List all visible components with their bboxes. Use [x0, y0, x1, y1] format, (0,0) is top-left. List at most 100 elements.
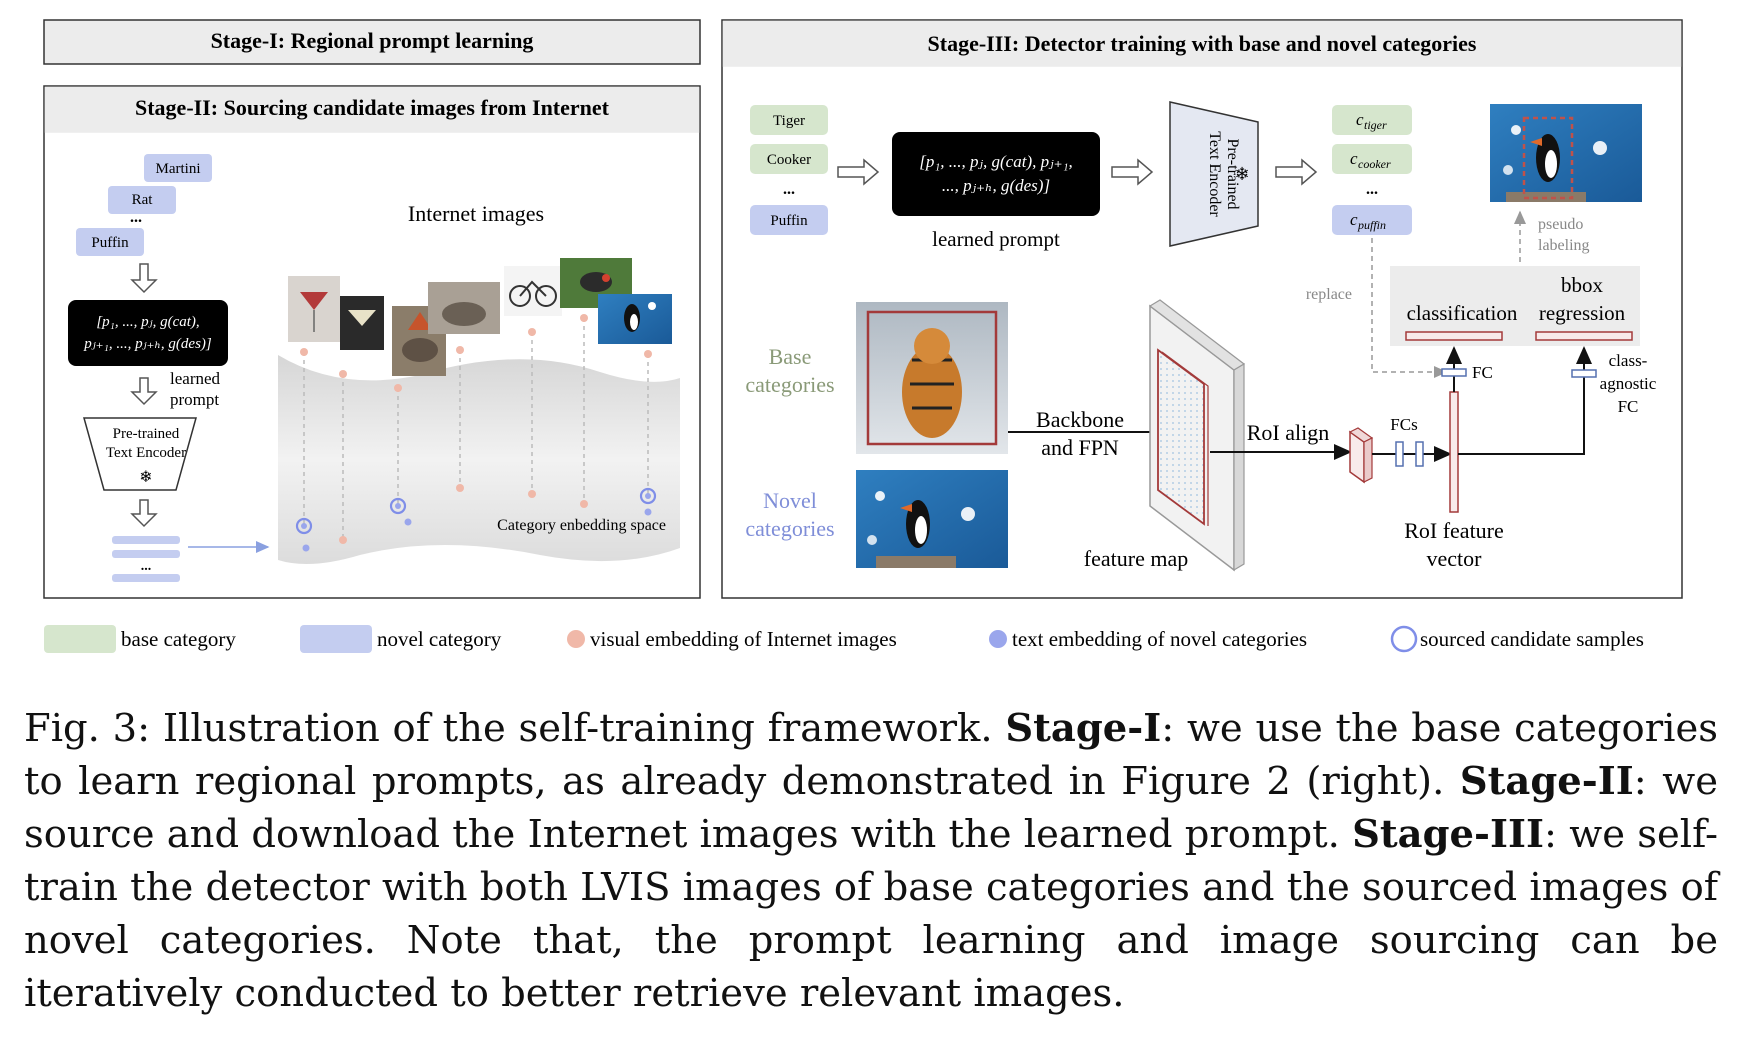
stage2-header	[44, 86, 700, 133]
embedding-space-label: Category enbedding space	[497, 517, 666, 534]
thumb-puffin	[598, 294, 672, 344]
feature-map	[1148, 299, 1246, 572]
thumb-martini-2	[340, 296, 384, 350]
stage3-title: Stage-III: Detector training with base a…	[928, 31, 1477, 56]
base-tiger-image	[856, 302, 1008, 454]
legend-text-label: text embedding of novel categories	[1012, 627, 1307, 651]
stage2-learned-label: learned	[170, 369, 221, 388]
embed-tiger-c: c	[1356, 110, 1364, 129]
legend-novel-label: novel category	[377, 627, 502, 651]
chip-puffin	[76, 228, 144, 256]
embed-cooker-sub: cooker	[1358, 157, 1391, 171]
fc-block-2	[1415, 441, 1424, 467]
pseudo-label-1: pseudo	[1538, 216, 1583, 233]
internet-images-label: Internet images	[408, 201, 544, 226]
stage2-prompt-label: prompt	[170, 390, 219, 409]
legend-ring-label: sourced candidate samples	[1420, 627, 1644, 651]
embed-tiger-sub: tiger	[1364, 118, 1387, 132]
stage2-prompt-box	[68, 300, 228, 366]
embed-ellipsis-3: ...	[1366, 181, 1378, 198]
stage3-prompt-line2: ..., pⱼ₊ₕ, g(des)]	[942, 176, 1050, 195]
caption-text1: : we use the base categories to learn re…	[24, 706, 1718, 804]
stage2-encoder	[83, 417, 197, 491]
fc-label: FC	[1472, 363, 1493, 382]
bbox-label-2: regression	[1539, 301, 1626, 325]
reg-output-bar	[1535, 331, 1633, 341]
bbox-label-1: bbox	[1561, 273, 1604, 297]
figure-caption: Fig. 3: Illustration of the self-trainin…	[24, 702, 1718, 1020]
fcs-label: FCs	[1390, 415, 1417, 434]
chip-rat-label: Rat	[132, 192, 154, 208]
replace-connector	[1371, 238, 1448, 378]
stage2-title: Stage-II: Sourcing candidate images from…	[135, 95, 610, 120]
cafc-label-2: agnostic	[1600, 374, 1657, 393]
chip-martini-label: Martini	[156, 161, 201, 177]
candidate-rings	[295, 487, 657, 535]
embed-bar-2	[112, 550, 180, 558]
embed-puffin-sub: puffin	[1357, 218, 1386, 232]
stage2-prompt-line1: [p₁, ..., pⱼ, g(cat),	[96, 314, 199, 330]
roi-feat-label-1: RoI feature	[1404, 518, 1504, 543]
roi-feature-vector	[1449, 391, 1459, 513]
roi-align-label: RoI align	[1247, 420, 1330, 445]
classification-label: classification	[1407, 301, 1518, 325]
right-arrow-3	[1275, 158, 1318, 186]
embed-cooker-c: c	[1350, 149, 1358, 168]
chip-puffin-3	[750, 205, 828, 235]
down-arrow-1	[130, 263, 158, 294]
legend-visual-dot	[567, 630, 585, 648]
chip-puffin-label: Puffin	[91, 235, 129, 251]
down-arrow-2	[130, 377, 158, 406]
roi-cube	[1348, 427, 1374, 484]
base-label-2: categories	[745, 372, 834, 397]
stage3-prompt-box	[892, 132, 1100, 216]
caption-stage3: Stage-III	[1352, 812, 1545, 857]
chip-ellipsis: ...	[130, 209, 142, 226]
stage1-box	[43, 19, 701, 65]
backbone-label-1: Backbone	[1036, 407, 1124, 432]
cafc-label-1: class-	[1609, 351, 1648, 370]
embed-puffin-c: c	[1350, 210, 1358, 229]
chip-tiger-label: Tiger	[773, 113, 805, 129]
projection-lines	[303, 318, 649, 538]
text-dots	[302, 508, 652, 552]
chip-cooker-label: Cooker	[767, 152, 811, 168]
novel-label-1: Novel	[763, 488, 817, 513]
cls-fc-block	[1441, 368, 1467, 377]
embedding-space	[278, 355, 680, 564]
stage3-prompt-line1: [p₁, ..., pⱼ, g(cat), pⱼ₊₁,	[919, 152, 1072, 171]
legend-text-dot	[989, 630, 1007, 648]
legend-visual-label: visual embedding of Internet images	[590, 627, 897, 651]
stage3-prompt-caption: learned prompt	[932, 227, 1060, 251]
stage3-snowflake-icon: ❄	[1234, 164, 1249, 185]
stage3-encoder-line1: Pre-trained	[1224, 138, 1241, 209]
stage3-encoder-line2: Text Encoder	[1206, 131, 1223, 217]
backbone-label-2: and FPN	[1041, 435, 1119, 460]
caption-text3: : we self-train the detector with both L…	[24, 812, 1718, 1016]
reg-fc-block	[1571, 369, 1597, 378]
embed-cooker	[1332, 144, 1412, 174]
thumb-martini-1	[288, 276, 340, 342]
framework-diagram: Stage-I: Regional prompt learning Stage-…	[43, 19, 1683, 653]
feature-map-label: feature map	[1084, 546, 1188, 571]
stage2-encoder-line1: Pre-trained	[113, 426, 180, 442]
legend-base-label: base category	[121, 627, 236, 651]
chip-puffin-3-label: Puffin	[770, 213, 808, 229]
caption-text2: : we source and download the Internet im…	[24, 759, 1718, 857]
roi-feat-label-2: vector	[1427, 546, 1483, 571]
thumb-rat-2	[428, 282, 500, 334]
embed-bar-1	[112, 536, 180, 544]
embed-puffin	[1332, 205, 1412, 235]
base-label-1: Base	[769, 344, 812, 369]
right-arrow-2	[1111, 158, 1154, 186]
legend-novel-swatch	[300, 625, 372, 653]
pseudo-label-image	[1490, 104, 1642, 202]
snowflake-icon: ❄	[139, 467, 152, 486]
chip-tiger	[750, 105, 828, 135]
chip-cooker	[750, 144, 828, 174]
right-arrow-1	[837, 158, 880, 186]
caption-fig: Fig. 3: Illustration of the self-trainin…	[24, 706, 1006, 751]
replace-label: replace	[1306, 286, 1352, 303]
novel-puffin-image	[856, 470, 1008, 568]
embed-bar-3	[112, 574, 180, 582]
